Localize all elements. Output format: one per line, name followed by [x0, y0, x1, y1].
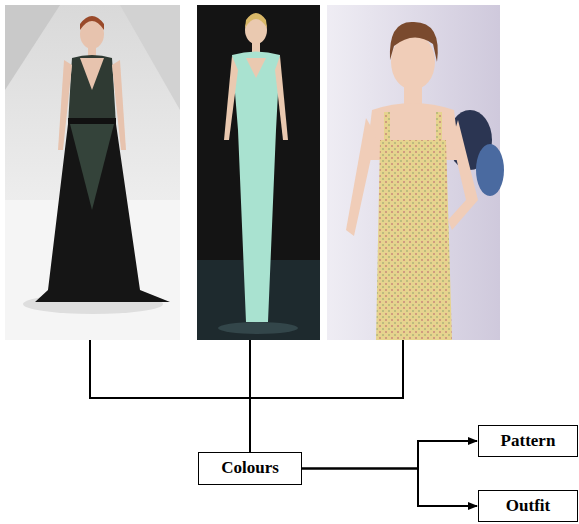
connector-arrow [302, 469, 477, 507]
connector-arrow [302, 441, 477, 469]
process-box: Colours [198, 452, 302, 485]
photo-black-gown [5, 5, 180, 340]
box-label: Colours [221, 459, 279, 478]
process-box: Outfit [478, 490, 578, 522]
bracket-lines [89, 340, 404, 452]
photo-mint-dress [197, 5, 320, 340]
box-label: Outfit [506, 497, 550, 516]
process-box: Pattern [478, 425, 578, 457]
photo-floral-jumpsuit [327, 5, 504, 340]
box-label: Pattern [501, 432, 556, 451]
